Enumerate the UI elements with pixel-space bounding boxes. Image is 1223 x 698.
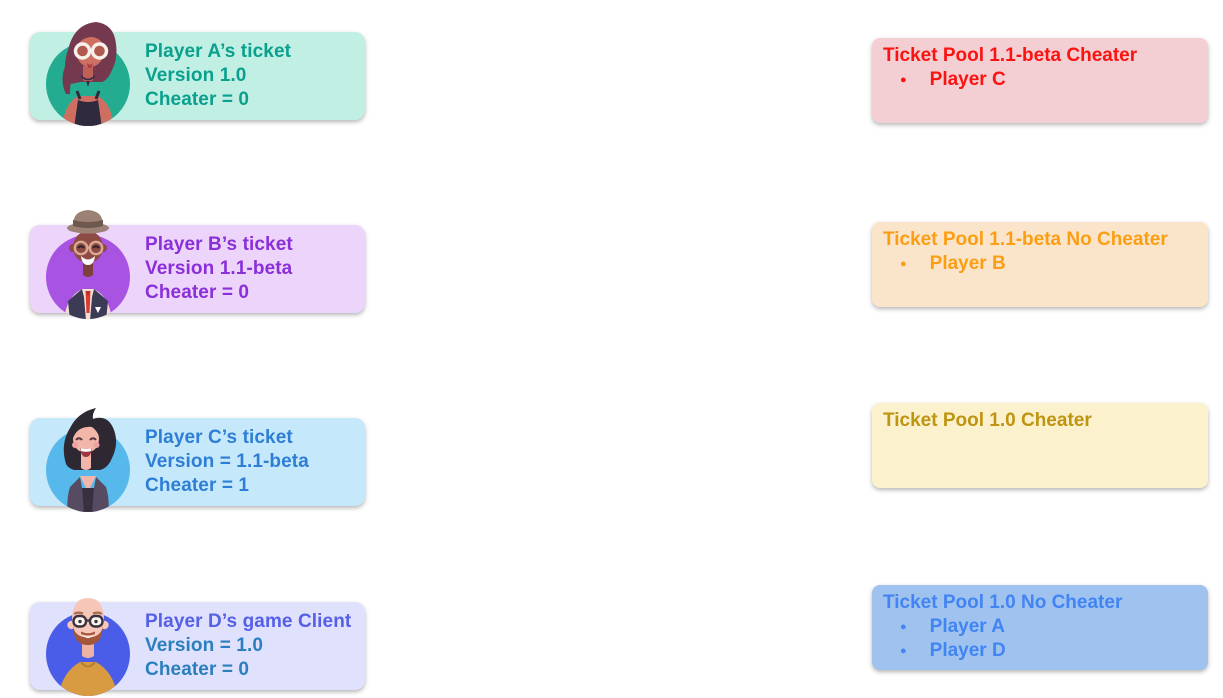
pool-member-list: ● Player B — [872, 252, 1208, 276]
ticket-pool-10-cheater-box: Ticket Pool 1.0 Cheater — [872, 403, 1208, 488]
player-d-card-title: Player D’s game Client — [145, 611, 352, 632]
ticket-pool-11beta-no-cheater-box: Ticket Pool 1.1-beta No Cheater ● Player… — [872, 222, 1208, 307]
player-c-cheater-line: Cheater = 1 — [145, 475, 250, 496]
player-b-version-line: Version 1.1-beta — [145, 258, 293, 279]
bald-man-glasses-avatar-icon — [40, 576, 136, 698]
pool-member-list: ● Player C — [872, 68, 1208, 92]
player-a-cheater-line: Cheater = 0 — [145, 89, 250, 110]
bullet-icon: ● — [900, 645, 907, 657]
player-b-cheater-line: Cheater = 0 — [145, 282, 250, 303]
woman-bob-haircut-avatar-icon — [40, 392, 136, 514]
ticket-pool-11beta-cheater-box: Ticket Pool 1.1-beta Cheater ● Player C — [872, 38, 1208, 123]
man-hat-glasses-avatar-icon — [40, 199, 136, 321]
player-c-version-line: Version = 1.1-beta — [145, 451, 309, 472]
player-d-cheater-line: Cheater = 0 — [145, 659, 250, 680]
pool-member-label: Player B — [929, 253, 1006, 274]
player-d-game-client-card: Player D’s game Client Version = 1.0 Che… — [30, 598, 365, 696]
bullet-icon: ● — [900, 74, 907, 86]
pool-member: ● Player C — [872, 68, 1208, 92]
player-b-ticket-card: Player B’s ticket Version 1.1-beta Cheat… — [30, 210, 365, 319]
pool-member-label: Player D — [929, 640, 1006, 661]
player-a-ticket-card: Player A’s ticket Version 1.0 Cheater = … — [30, 22, 365, 126]
pool-member-label: Player C — [929, 69, 1006, 90]
pool-member: ● Player B — [872, 252, 1208, 276]
player-d-version-line: Version = 1.0 — [145, 635, 264, 656]
player-c-card-title: Player C’s ticket — [145, 427, 293, 448]
woman-glasses-avatar-icon — [40, 6, 136, 128]
player-a-card-title: Player A’s ticket — [145, 41, 292, 62]
pool-title: Ticket Pool 1.0 Cheater — [883, 410, 1092, 431]
pool-member-label: Player A — [929, 616, 1005, 637]
player-c-ticket-card: Player C’s ticket Version = 1.1-beta Che… — [30, 408, 365, 512]
player-a-version-line: Version 1.0 — [145, 65, 247, 86]
pool-member-list: ● Player A ● Player D — [872, 615, 1208, 663]
bullet-icon: ● — [900, 621, 907, 633]
ticket-pool-10-no-cheater-box: Ticket Pool 1.0 No Cheater ● Player A ● … — [872, 585, 1208, 670]
pool-member: ● Player D — [872, 639, 1208, 663]
player-b-card-title: Player B’s ticket — [145, 234, 293, 255]
bullet-icon: ● — [900, 258, 907, 270]
pool-title: Ticket Pool 1.1-beta No Cheater — [883, 229, 1168, 250]
pool-member: ● Player A — [872, 615, 1208, 639]
pool-title: Ticket Pool 1.1-beta Cheater — [883, 45, 1138, 66]
pool-title: Ticket Pool 1.0 No Cheater — [883, 592, 1123, 613]
